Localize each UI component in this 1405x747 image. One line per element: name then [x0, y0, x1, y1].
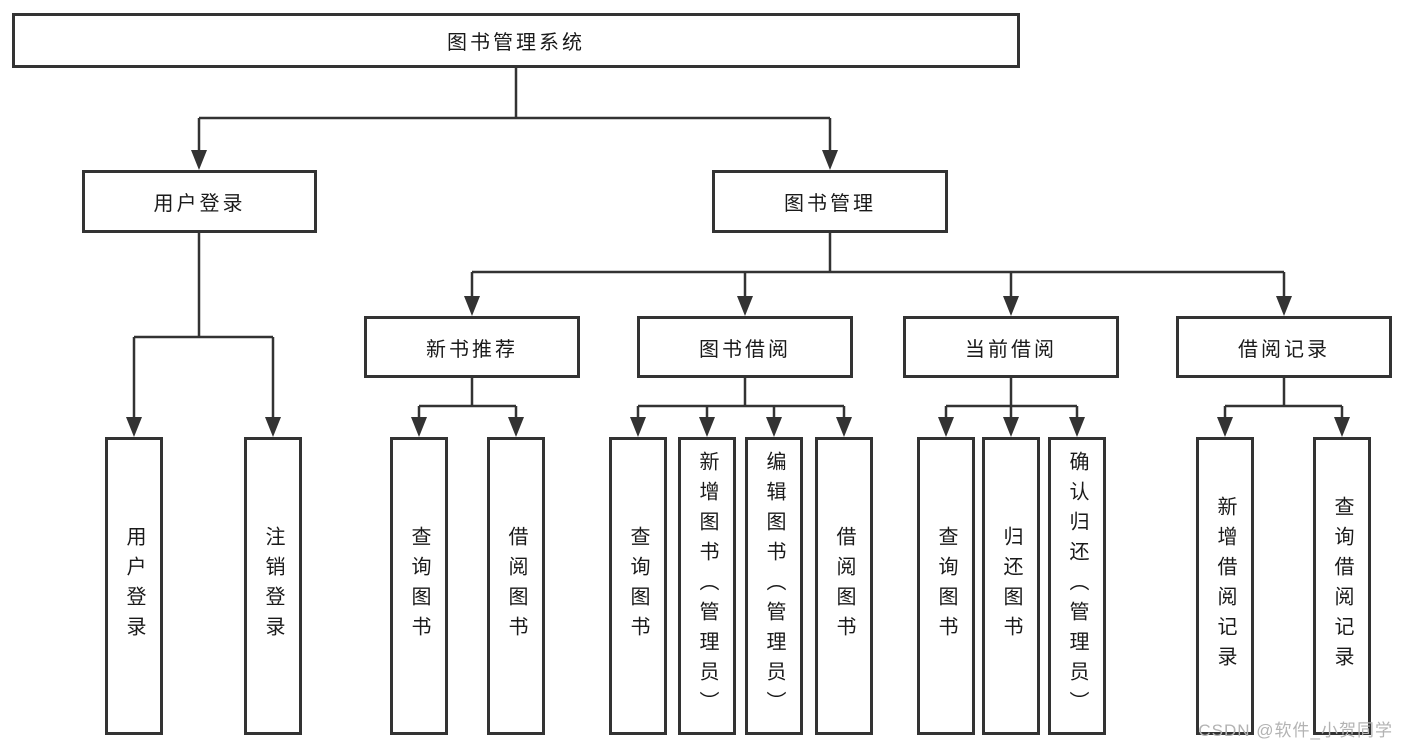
node-book-borrow: 图书借阅 — [637, 316, 853, 378]
leaf-query-books-borrow: 查询图书 — [609, 437, 667, 735]
leaf-borrow-books-label: 借阅图书 — [833, 526, 855, 646]
csdn-watermark: CSDN @软件_小贺同学 — [1198, 721, 1393, 740]
node-borrow-records: 借阅记录 — [1176, 316, 1392, 378]
leaf-user-login-label: 用户登录 — [123, 526, 145, 646]
leaf-edit-books-admin-label: 编辑图书（管理员） — [763, 451, 785, 721]
leaf-user-login: 用户登录 — [105, 437, 163, 735]
leaf-borrow-books-recommend: 借阅图书 — [487, 437, 545, 735]
leaf-borrow-books-recommend-label: 借阅图书 — [505, 526, 527, 646]
leaf-query-books-current: 查询图书 — [917, 437, 975, 735]
node-current-borrow: 当前借阅 — [903, 316, 1119, 378]
leaf-add-books-admin: 新增图书（管理员） — [678, 437, 736, 735]
leaf-logout: 注销登录 — [244, 437, 302, 735]
leaf-add-books-admin-label: 新增图书（管理员） — [696, 451, 718, 721]
node-user-login: 用户登录 — [82, 170, 317, 233]
leaf-query-books-current-label: 查询图书 — [935, 526, 957, 646]
leaf-add-borrow-record: 新增借阅记录 — [1196, 437, 1254, 735]
leaf-query-books-borrow-label: 查询图书 — [627, 526, 649, 646]
leaf-query-books-recommend-label: 查询图书 — [408, 526, 430, 646]
leaf-return-books: 归还图书 — [982, 437, 1040, 735]
leaf-borrow-books: 借阅图书 — [815, 437, 873, 735]
leaf-confirm-return-admin: 确认归还（管理员） — [1048, 437, 1106, 735]
leaf-query-borrow-record-label: 查询借阅记录 — [1331, 496, 1353, 676]
leaf-edit-books-admin: 编辑图书（管理员） — [745, 437, 803, 735]
leaf-add-borrow-record-label: 新增借阅记录 — [1214, 496, 1236, 676]
node-library-management-system: 图书管理系统 — [12, 13, 1020, 68]
leaf-query-borrow-record: 查询借阅记录 — [1313, 437, 1371, 735]
leaf-return-books-label: 归还图书 — [1000, 526, 1022, 646]
leaf-confirm-return-admin-label: 确认归还（管理员） — [1066, 451, 1088, 721]
node-new-book-recommend: 新书推荐 — [364, 316, 580, 378]
leaf-query-books-recommend: 查询图书 — [390, 437, 448, 735]
node-book-management: 图书管理 — [712, 170, 948, 233]
leaf-logout-label: 注销登录 — [262, 526, 284, 646]
